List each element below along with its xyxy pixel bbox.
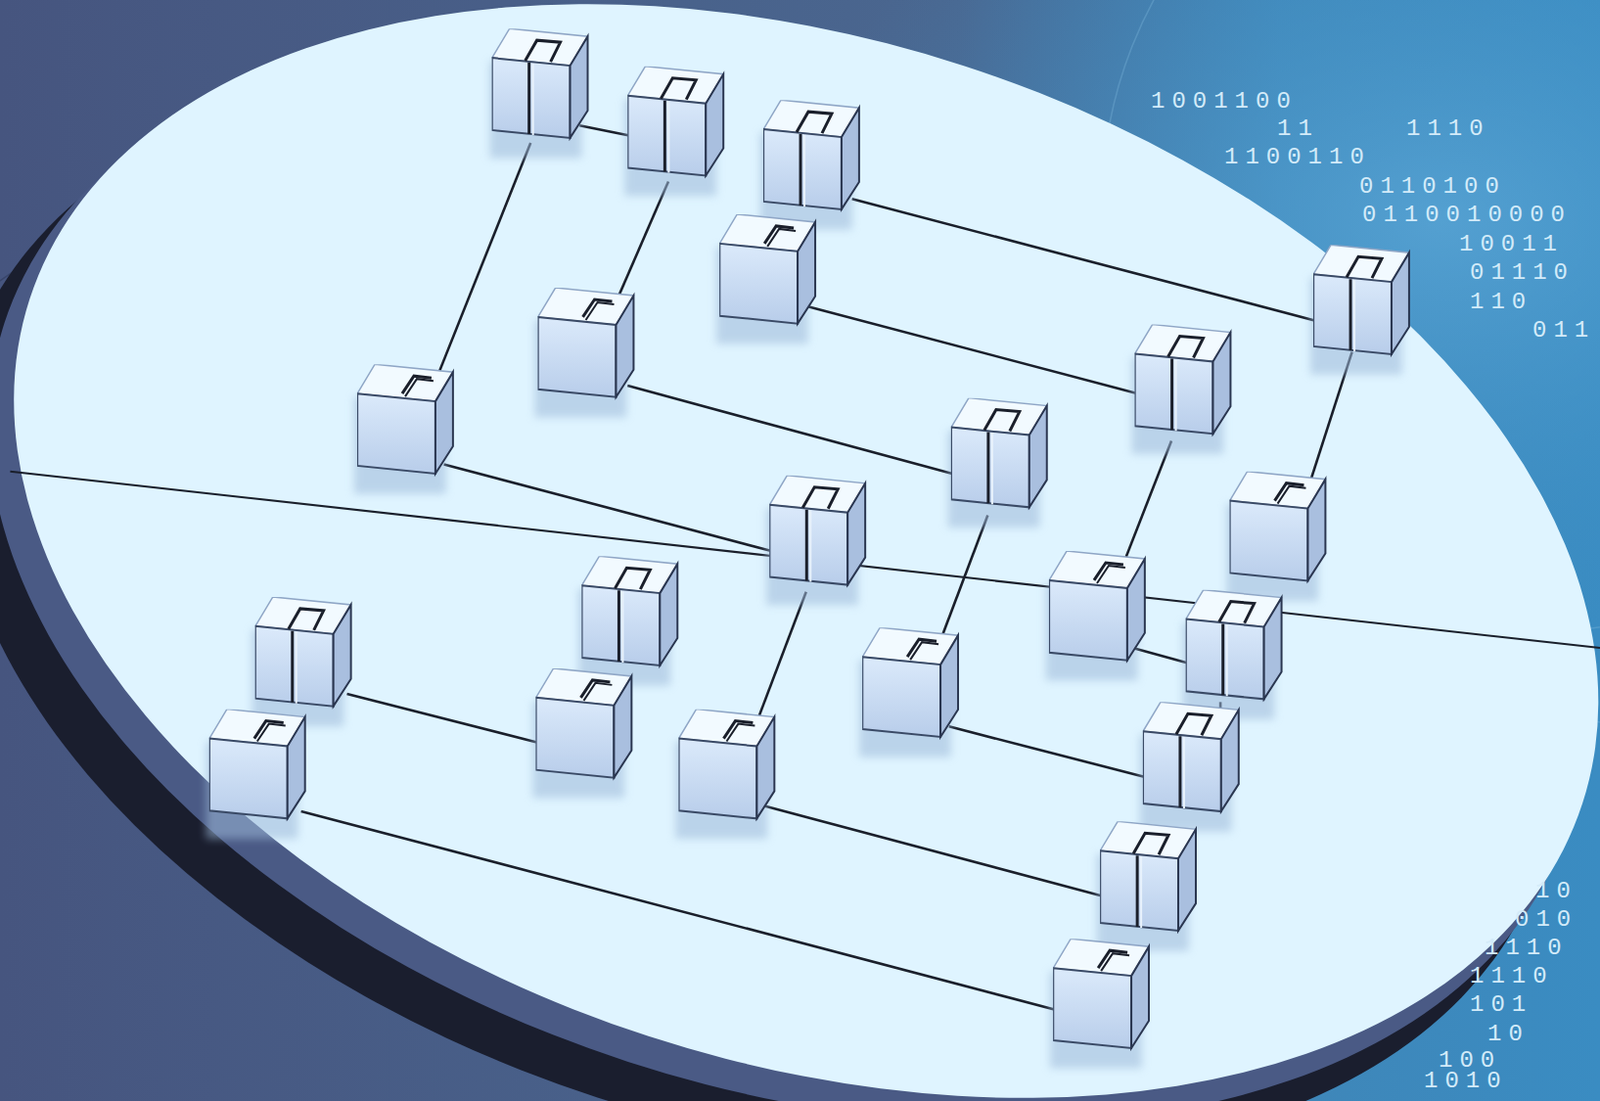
- binary-digits: 1010: [1423, 1067, 1509, 1096]
- binary-digits: 10011: [1459, 230, 1564, 259]
- binary-digits: 1100110: [1224, 143, 1372, 172]
- binary-digits: 1110: [1469, 962, 1555, 991]
- binary-digits: 10: [1487, 1020, 1530, 1049]
- binary-digits: 01110: [1469, 259, 1575, 287]
- binary-digits: 010: [1514, 906, 1578, 934]
- binary-digits: 1001100: [1150, 88, 1298, 116]
- binary-digits: 1110: [1484, 934, 1569, 962]
- binary-digits: 011: [1532, 317, 1596, 345]
- binary-digits: 11: [1277, 115, 1320, 143]
- binary-digits: 0110100: [1359, 173, 1507, 201]
- binary-digits: 110: [1469, 288, 1533, 317]
- binary-digits: 1110: [1406, 115, 1491, 143]
- binary-digits: 101: [1469, 991, 1533, 1019]
- binary-digits: 0110010000: [1362, 201, 1572, 229]
- binary-digits: 10: [1535, 877, 1578, 906]
